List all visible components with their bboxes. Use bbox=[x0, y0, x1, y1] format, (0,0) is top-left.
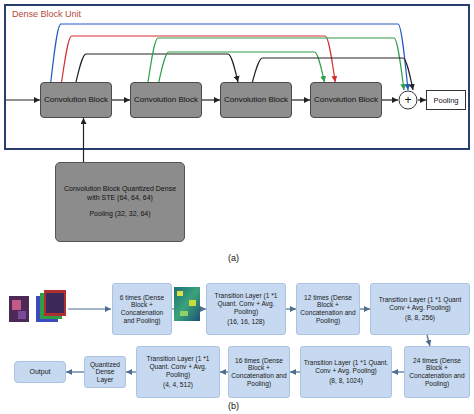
arrow-connector bbox=[66, 371, 84, 372]
node-text: Convolution Block bbox=[44, 95, 108, 104]
node-text: + bbox=[404, 94, 411, 106]
channel-slice bbox=[40, 293, 62, 319]
convolution-block: Convolution Block bbox=[310, 82, 382, 118]
feature-map bbox=[174, 287, 200, 321]
node-text: Dense Block Unit bbox=[12, 9, 81, 19]
arrow-connector bbox=[126, 371, 136, 372]
sum-circle-outline bbox=[399, 91, 417, 109]
node-text: 6 times (Dense Block + Concatenation and… bbox=[115, 294, 169, 324]
node-subtext: (8, 8, 1024) bbox=[329, 377, 363, 385]
convolution-block-detail: Convolution Block Quantized Dense with S… bbox=[55, 162, 185, 242]
channel-slice bbox=[36, 296, 58, 322]
arrow-connector bbox=[427, 335, 430, 346]
figure-label: (b) bbox=[228, 401, 239, 411]
node-text: 12 times (Dense Block + Concatenation an… bbox=[299, 294, 357, 324]
feature-map-detail bbox=[177, 291, 183, 296]
node-text: Convolution Block bbox=[134, 95, 198, 104]
channel-slice bbox=[44, 290, 66, 316]
pooling-box: Pooling bbox=[426, 90, 466, 110]
input-image-detail bbox=[12, 300, 21, 310]
node-text: Quantized Dense Layer bbox=[87, 361, 123, 384]
node-text: Convolution Block bbox=[314, 95, 378, 104]
input-image-detail bbox=[18, 311, 26, 319]
node-text: Transition Layer (1 *1 Quant. Conv + Avg… bbox=[139, 355, 217, 378]
arrow-connector bbox=[360, 308, 370, 309]
convolution-block: Convolution Block bbox=[130, 82, 202, 118]
node-subtext: (4, 4, 512) bbox=[163, 381, 193, 389]
node-text: Transition Layer (1 *1 Quant Conv + Avg.… bbox=[373, 296, 467, 311]
arrow-connector bbox=[286, 308, 296, 309]
input-image bbox=[9, 296, 29, 322]
transition-layer-box: Transition Layer (1 *1 Quant. Conv + Avg… bbox=[300, 346, 392, 398]
node-text: 24 times (Dense Block + Concatenation an… bbox=[407, 357, 467, 387]
node-text: 16 times (Dense Block + Concatenation an… bbox=[231, 357, 287, 387]
arrow-connector bbox=[290, 371, 300, 372]
dense-stage-box: 6 times (Dense Block + Concatenation and… bbox=[112, 283, 172, 335]
dense-stage-box: 16 times (Dense Block + Concatenation an… bbox=[228, 346, 290, 398]
dense-stage-box: 24 times (Dense Block + Concatenation an… bbox=[404, 346, 470, 398]
convolution-block: Convolution Block bbox=[220, 82, 292, 118]
feature-map-detail bbox=[180, 311, 188, 316]
dense-block-frame: Convolution Block Convolution Block Convol… bbox=[4, 4, 470, 150]
input-arrow bbox=[68, 308, 111, 309]
transition-layer-box: Transition Layer (1 *1 Quant. Conv + Avg… bbox=[136, 346, 220, 398]
node-subtext: (16, 16, 128) bbox=[227, 318, 264, 326]
node-text: Transition Layer (1 *1 Quant. Conv + Avg… bbox=[209, 292, 283, 315]
dense-layer-box: Quantized Dense Layer bbox=[84, 356, 126, 388]
convolution-block: Convolution Block bbox=[40, 82, 112, 118]
feature-map-detail bbox=[189, 300, 196, 306]
transition-layer-box: Transition Layer (1 *1 Quant. Conv + Avg… bbox=[206, 283, 286, 335]
sum-node: + bbox=[398, 90, 418, 110]
node-text: Pooling bbox=[433, 96, 458, 105]
arrow-connector bbox=[172, 308, 206, 309]
node-subtext: (8, 8, 256) bbox=[405, 314, 435, 322]
figure-label: (a) bbox=[228, 253, 239, 263]
node-text: Transition Layer (1 *1 Quant. Conv + Avg… bbox=[303, 359, 389, 374]
node-text: Output bbox=[29, 368, 50, 376]
node-text: Convolution Block Quantized Dense with S… bbox=[60, 185, 180, 202]
arrow-connector bbox=[220, 371, 228, 372]
arrow-connector bbox=[392, 371, 404, 372]
transition-layer-box: Transition Layer (1 *1 Quant Conv + Avg.… bbox=[370, 283, 470, 335]
dense-stage-box: 12 times (Dense Block + Concatenation an… bbox=[296, 283, 360, 335]
channel-slice-detail bbox=[46, 293, 64, 313]
output-box: Output bbox=[14, 361, 66, 383]
node-text: Convolution Block bbox=[224, 95, 288, 104]
node-subtext: Pooling (32, 32, 64) bbox=[89, 210, 150, 218]
